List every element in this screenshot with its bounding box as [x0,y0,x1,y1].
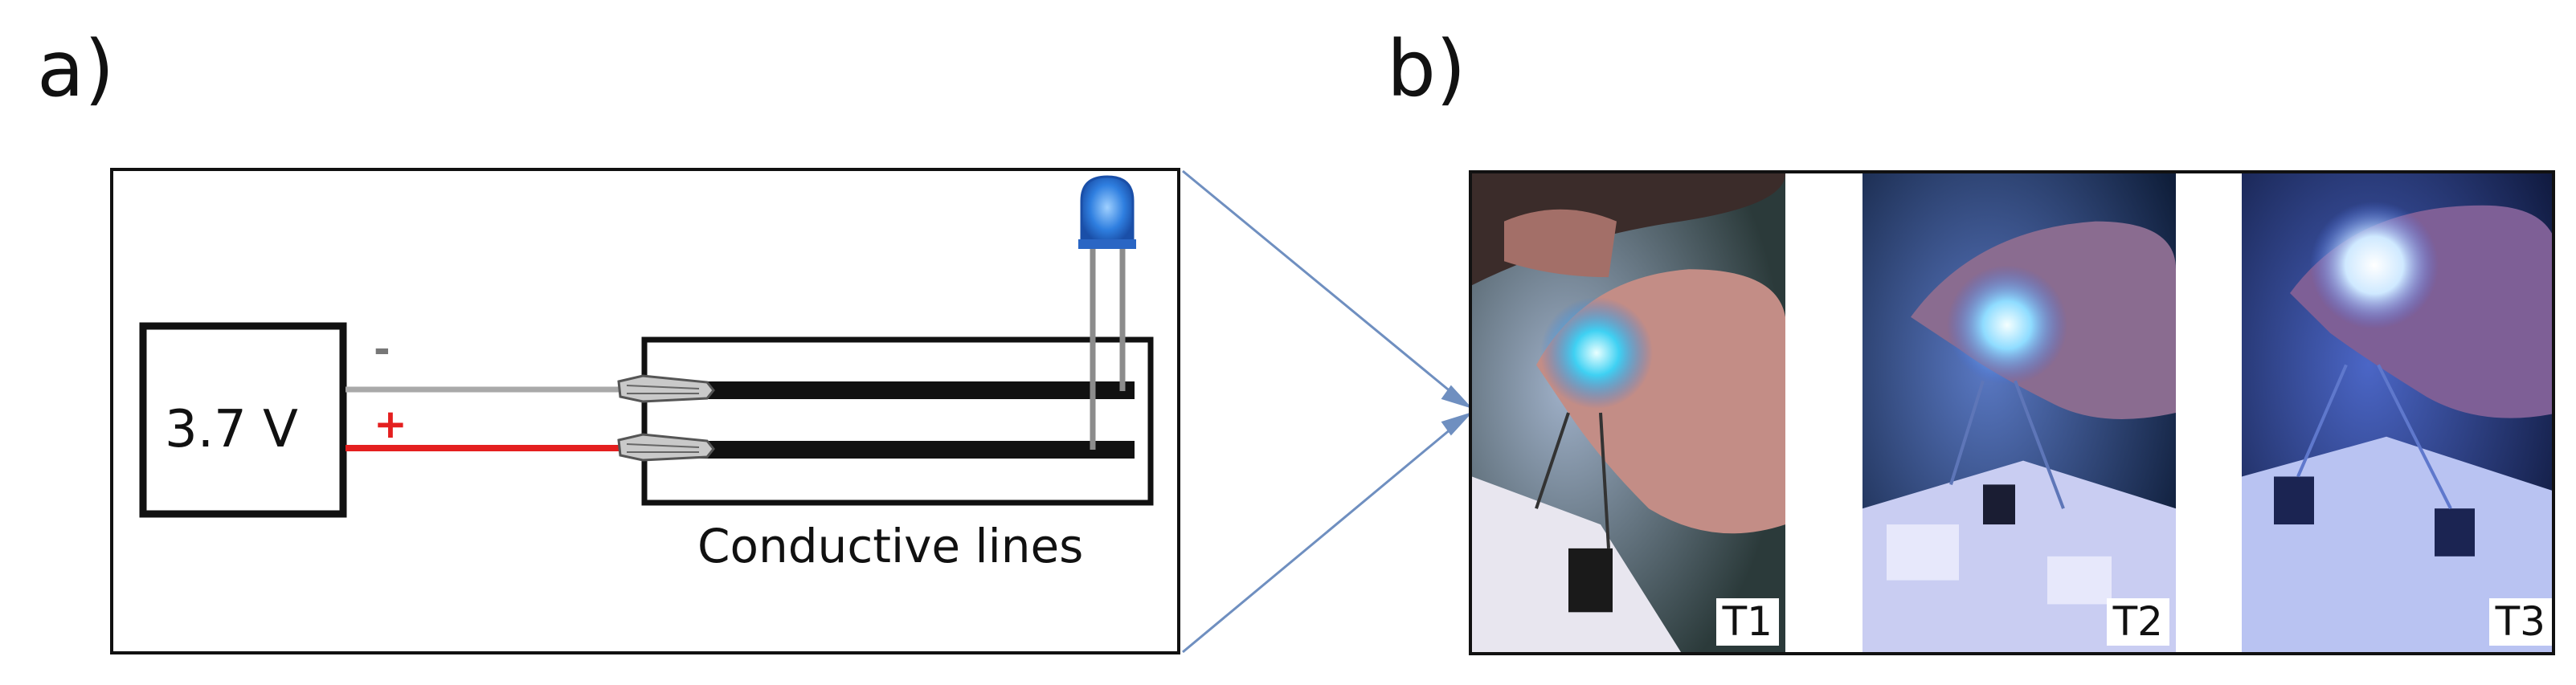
frame-tag-t1: T1 [1715,598,1779,646]
zoom-arrows [1182,169,1473,654]
panel-b-label: b) [1387,24,1466,114]
led-photo-sequence: T1 T2 [1469,170,2555,655]
circuit-diagram-panel [110,168,1180,654]
frame-tag-t2: T2 [2106,598,2169,646]
photo-t1-image [1472,173,1785,652]
photo-t3-image [2242,173,2552,652]
panel-a-label: a) [37,24,115,114]
photo-frame-t1: T1 [1472,173,1785,652]
photo-t2-image [1862,173,2176,652]
photo-frame-t3: T3 [2242,173,2552,652]
frame-tag-t3: T3 [2488,598,2552,646]
photo-frame-t2: T2 [1862,173,2176,652]
